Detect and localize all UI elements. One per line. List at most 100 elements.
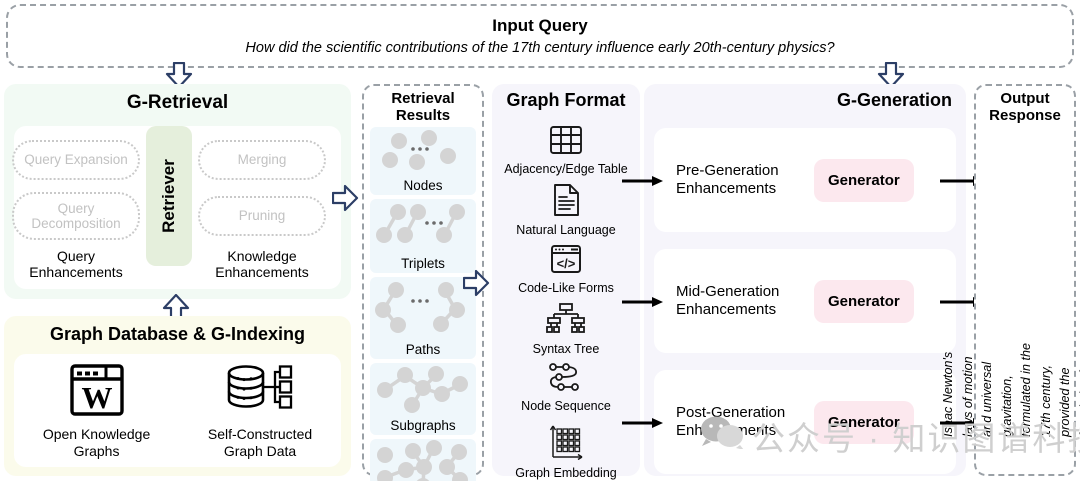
graph-database-inner: W Open Knowledge Graphs xyxy=(14,354,341,467)
graph-db-item-self-constructed-graph-data[interactable]: Self-Constructed Graph Data xyxy=(208,362,312,459)
gdb-item1-line2: Graph Data xyxy=(223,442,297,459)
output-response-title-line1: Output xyxy=(1000,90,1050,107)
arrow-query-to-retrieval xyxy=(164,62,194,88)
input-query-title: Input Query xyxy=(492,16,588,35)
wikipedia-window-icon: W xyxy=(68,362,126,423)
pill-pruning-label: Pruning xyxy=(238,208,286,224)
retrieval-results-title-line1: Retrieval xyxy=(391,90,455,107)
pill-query-decomposition-label-1: Query xyxy=(57,200,95,216)
output-response-panel: Output Response Isaac Newton's laws of m… xyxy=(941,84,1080,476)
g-generation-title: G-Generation xyxy=(836,90,952,110)
retrieval-results-title-line2: Results xyxy=(395,106,451,124)
generation-label-mid: Mid-Generation Enhancements xyxy=(654,283,814,318)
result-label-nodes: Nodes xyxy=(403,178,443,193)
g-retrieval-title: G-Retrieval xyxy=(126,92,229,113)
retriever-label: Retriever xyxy=(159,159,178,233)
format-label-natural-language: Natural Language xyxy=(516,223,616,237)
retriever-box[interactable]: Retriever xyxy=(146,126,192,266)
format-item-adjacency-edge-table[interactable]: Adjacency/Edge Table xyxy=(492,124,640,176)
output-response-title-line2: Response xyxy=(989,106,1061,124)
graph-format-title: Graph Format xyxy=(506,90,626,110)
input-query-box: Input Query How did the scientific contr… xyxy=(6,4,1074,68)
format-item-code-like-forms[interactable]: </> Code-Like Forms xyxy=(492,243,640,295)
graph-database-panel: Graph Database & G-Indexing W Open Kno xyxy=(4,316,351,476)
format-label-syntax-tree: Syntax Tree xyxy=(532,342,600,356)
arrow-format-to-mid xyxy=(622,295,664,313)
paths-graphic xyxy=(373,279,473,342)
arrow-format-to-post xyxy=(622,416,664,434)
subgraphs-graphic xyxy=(373,363,473,418)
format-item-syntax-tree[interactable]: Syntax Tree xyxy=(492,302,640,356)
graph-db-caption-open-knowledge-graphs: Open Knowledge Graphs xyxy=(43,426,150,458)
generation-label-mid-line1: Mid-Generation xyxy=(676,283,780,301)
code-window-icon: </> xyxy=(549,243,583,280)
generation-row-post[interactable]: Post-Generation Enhancements Generator xyxy=(654,370,956,474)
nodes-graphic xyxy=(373,129,473,178)
result-label-paths: Paths xyxy=(405,342,441,357)
hybrid-graphic xyxy=(373,439,473,481)
result-card-subgraphs[interactable]: Subgraphs xyxy=(370,363,476,435)
pill-pruning[interactable]: Pruning xyxy=(198,196,326,236)
generation-label-pre-line1: Pre-Generation xyxy=(676,162,779,180)
format-label-node-sequence: Node Sequence xyxy=(521,399,611,413)
caption-knowledge-enhancements-line2: Enhancements xyxy=(215,264,309,281)
graph-format-panel: Graph Format Adjacency/Edge Table xyxy=(492,84,640,480)
generation-row-pre[interactable]: Pre-Generation Enhancements Generator xyxy=(654,128,956,232)
generation-label-pre-line2: Enhancements xyxy=(676,180,777,197)
graph-db-caption-self-constructed-graph-data: Self-Constructed Graph Data xyxy=(208,426,312,458)
result-label-triplets: Triplets xyxy=(401,256,445,271)
result-label-subgraphs: Subgraphs xyxy=(390,418,456,433)
arrow-results-to-format xyxy=(463,268,490,298)
arrow-query-to-generation xyxy=(876,62,906,88)
tree-icon xyxy=(544,302,588,341)
caption-query-enhancements: Query Enhancements xyxy=(12,248,140,280)
generation-label-mid-line2: Enhancements xyxy=(676,301,777,318)
input-query-text: How did the scientific contributions of … xyxy=(245,40,835,56)
svg-text:</>: </> xyxy=(557,256,576,271)
g-generation-panel: G-Generation Pre-Generation Enhancements… xyxy=(644,84,966,476)
generator-button-mid[interactable]: Generator xyxy=(814,279,914,323)
gdb-item1-line1: Self-Constructed xyxy=(207,426,313,443)
format-label-code-like-forms: Code-Like Forms xyxy=(518,281,614,295)
generator-button-pre[interactable]: Generator xyxy=(814,158,914,202)
format-item-natural-language[interactable]: Natural Language xyxy=(492,183,640,237)
result-card-nodes[interactable]: Nodes xyxy=(370,127,476,195)
pill-merging[interactable]: Merging xyxy=(198,140,326,180)
table-icon xyxy=(548,124,584,161)
format-item-node-sequence[interactable]: Node Sequence xyxy=(492,361,640,413)
result-card-triplets[interactable]: Triplets xyxy=(370,199,476,273)
result-card-paths[interactable]: Paths xyxy=(370,277,476,359)
svg-text:W: W xyxy=(81,380,112,415)
generator-button-post[interactable]: Generator xyxy=(814,400,914,444)
format-label-graph-embedding: Graph Embedding xyxy=(515,466,617,480)
node-sequence-icon xyxy=(544,361,588,398)
pill-query-decomposition-label-2: Decomposition xyxy=(31,216,121,231)
generation-label-post: Post-Generation Enhancements xyxy=(654,404,814,439)
pill-query-expansion-label: Query Expansion xyxy=(24,152,128,168)
gdb-item0-line2: Graphs xyxy=(73,442,120,459)
format-label-adjacency-edge-table: Adjacency/Edge Table xyxy=(504,162,628,176)
format-item-graph-embedding[interactable]: Graph Embedding xyxy=(492,424,640,480)
graph-db-item-open-knowledge-graphs[interactable]: W Open Knowledge Graphs xyxy=(43,362,150,459)
result-card-hybrid[interactable]: Hybrid xyxy=(370,439,476,481)
pill-merging-label: Merging xyxy=(237,152,287,168)
triplets-graphic xyxy=(373,201,473,256)
generation-label-pre: Pre-Generation Enhancements xyxy=(654,162,814,197)
caption-query-enhancements-line1: Query xyxy=(56,248,96,264)
caption-knowledge-enhancements: Knowledge Enhancements xyxy=(196,248,328,280)
arrow-format-to-pre xyxy=(622,174,664,192)
caption-query-enhancements-line2: Enhancements xyxy=(29,264,123,281)
retrieval-results-title: Retrieval Results xyxy=(364,86,482,124)
pill-query-expansion[interactable]: Query Expansion xyxy=(12,140,140,180)
gdb-item0-line1: Open Knowledge xyxy=(42,426,151,443)
generation-row-mid[interactable]: Mid-Generation Enhancements Generator xyxy=(654,249,956,353)
arrow-retrieval-to-results xyxy=(332,183,359,213)
generation-label-post-line1: Post-Generation xyxy=(676,404,786,422)
pill-query-decomposition[interactable]: Query Decomposition xyxy=(12,192,140,240)
database-nodes-icon xyxy=(224,362,296,423)
output-response-title: Output Response xyxy=(976,86,1074,124)
document-icon xyxy=(550,183,582,222)
generation-label-post-line2: Enhancements xyxy=(676,422,777,439)
output-response-text-wrap: Isaac Newton's laws of motion and univer… xyxy=(941,132,1080,474)
